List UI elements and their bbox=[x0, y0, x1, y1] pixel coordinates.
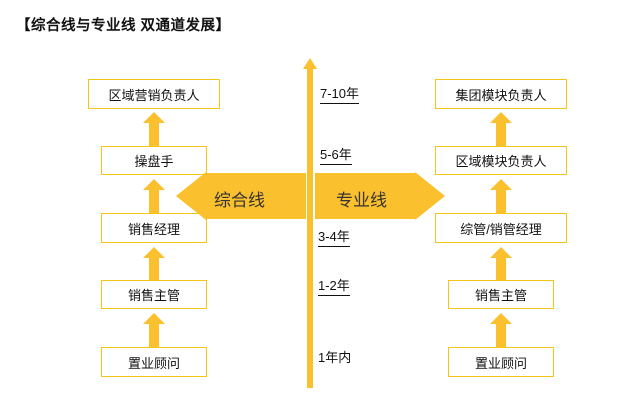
banner-right-tip bbox=[415, 172, 445, 220]
arrow-shaft bbox=[496, 122, 506, 146]
arrow-head bbox=[143, 247, 165, 258]
left-node-3: 销售经理 bbox=[101, 213, 207, 243]
timeline-axis bbox=[303, 58, 317, 388]
axis-label-1: 7-10年 bbox=[320, 83, 360, 104]
banner-right: 专业线 bbox=[315, 172, 445, 220]
right-node-1: 集团模块负责人 bbox=[435, 79, 567, 109]
page-title: 【综合线与专业线 双通道发展】 bbox=[16, 18, 231, 34]
left-arrow-2 bbox=[143, 179, 165, 213]
axis-shaft bbox=[307, 68, 313, 388]
arrow-head bbox=[143, 179, 165, 190]
left-node-1: 区域营销负责人 bbox=[88, 79, 220, 109]
right-arrow-3 bbox=[490, 247, 512, 280]
right-node-3: 综管/销管经理 bbox=[435, 213, 567, 243]
arrow-head bbox=[490, 112, 512, 123]
right-node-4: 销售主管 bbox=[448, 280, 554, 309]
right-arrow-4 bbox=[490, 313, 512, 347]
arrow-head bbox=[490, 179, 512, 190]
axis-arrow-head bbox=[303, 58, 317, 69]
axis-label-5: 1年内 bbox=[318, 350, 352, 365]
arrow-shaft bbox=[496, 189, 506, 213]
banner-left-body bbox=[206, 173, 306, 219]
left-arrow-4 bbox=[143, 313, 165, 347]
left-node-2: 操盘手 bbox=[101, 146, 207, 175]
axis-label-3: 3-4年 bbox=[318, 226, 350, 247]
arrow-head bbox=[143, 313, 165, 324]
right-arrow-2 bbox=[490, 179, 512, 213]
right-node-2: 区域模块负责人 bbox=[435, 146, 567, 175]
arrow-shaft bbox=[496, 257, 506, 280]
arrow-shaft bbox=[149, 122, 159, 146]
axis-label-2: 5-6年 bbox=[320, 144, 352, 165]
banner-right-body bbox=[315, 173, 415, 219]
left-arrow-1 bbox=[143, 112, 165, 146]
arrow-head bbox=[490, 313, 512, 324]
left-node-4: 销售主管 bbox=[101, 280, 207, 309]
arrow-shaft bbox=[149, 189, 159, 213]
arrow-shaft bbox=[496, 323, 506, 347]
banner-left-label: 综合线 bbox=[214, 191, 265, 210]
banner-left-tip bbox=[176, 172, 206, 220]
arrow-shaft bbox=[149, 257, 159, 280]
arrow-head bbox=[143, 112, 165, 123]
banner-right-label: 专业线 bbox=[336, 191, 387, 210]
arrow-head bbox=[490, 247, 512, 258]
axis-label-4: 1-2年 bbox=[318, 275, 350, 296]
arrow-shaft bbox=[149, 323, 159, 347]
left-node-5: 置业顾问 bbox=[101, 347, 207, 377]
left-arrow-3 bbox=[143, 247, 165, 280]
right-node-5: 置业顾问 bbox=[448, 347, 554, 377]
right-arrow-1 bbox=[490, 112, 512, 146]
banner-left: 综合线 bbox=[176, 172, 306, 220]
